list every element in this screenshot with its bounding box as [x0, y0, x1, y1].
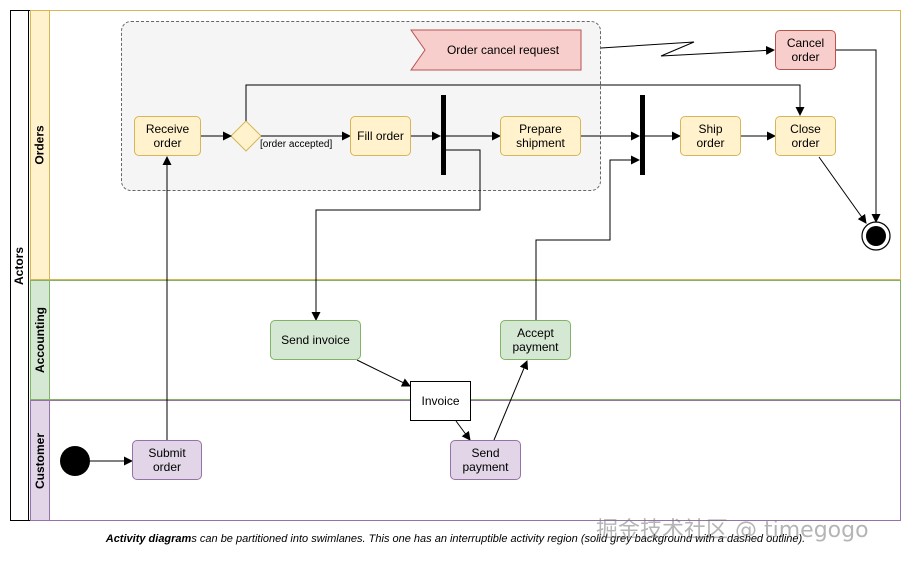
edge-accept-join: [535, 155, 640, 320]
prepare-shipment-node[interactable]: Prepare shipment: [500, 116, 581, 156]
lane-customer-header: Customer: [30, 400, 50, 521]
caption-bold: Activity diagram: [105, 533, 192, 545]
lane-orders-body: [50, 10, 901, 280]
ship-order-node[interactable]: Ship order: [680, 116, 741, 156]
edge-invoice-object: [356, 359, 411, 387]
accept-payment-node[interactable]: Accept payment: [500, 320, 571, 360]
order-accepted-guard: [order accepted]: [260, 139, 333, 150]
edge-fork-invoice: [311, 149, 481, 321]
decision-diamond: [230, 120, 262, 152]
edge-payment-accept: [493, 360, 529, 441]
edge-close-final: [818, 156, 867, 224]
lane-customer-body: [50, 400, 901, 521]
submit-order-node[interactable]: Submit order: [132, 440, 202, 480]
order-cancel-request-label: Order cancel request: [446, 43, 560, 57]
send-invoice-node[interactable]: Send invoice: [270, 320, 361, 360]
watermark: 掘金技术社区 @ timegogo: [596, 518, 869, 543]
edge-cancel-final: [836, 49, 881, 223]
join-bar: [640, 95, 645, 175]
send-payment-node[interactable]: Send payment: [450, 440, 521, 480]
edge-interrupt: [600, 41, 775, 57]
close-order-node[interactable]: Close order: [775, 116, 836, 156]
final-node-core: [866, 226, 886, 246]
lane-accounting-header: Accounting: [30, 280, 50, 400]
caption-rest: s can be partitioned into swimlanes. Thi…: [191, 533, 806, 545]
fill-order-node[interactable]: Fill order: [350, 116, 411, 156]
fork-bar: [441, 95, 446, 175]
pool-header: Actors: [10, 10, 29, 521]
signal-shape: [410, 29, 582, 71]
diagram-caption: Activity diagrams can be partitioned int…: [0, 533, 911, 545]
invoice-object-node[interactable]: Invoice: [410, 381, 471, 421]
edge-object-payment: [455, 420, 471, 441]
lane-accounting-body: [50, 280, 901, 400]
lane-orders-header: Orders: [30, 10, 50, 280]
initial-node: [60, 446, 90, 476]
edge-decision-close: [245, 84, 805, 121]
receive-order-node[interactable]: Receive order: [134, 116, 201, 156]
cancel-order-node[interactable]: Cancel order: [775, 30, 836, 70]
